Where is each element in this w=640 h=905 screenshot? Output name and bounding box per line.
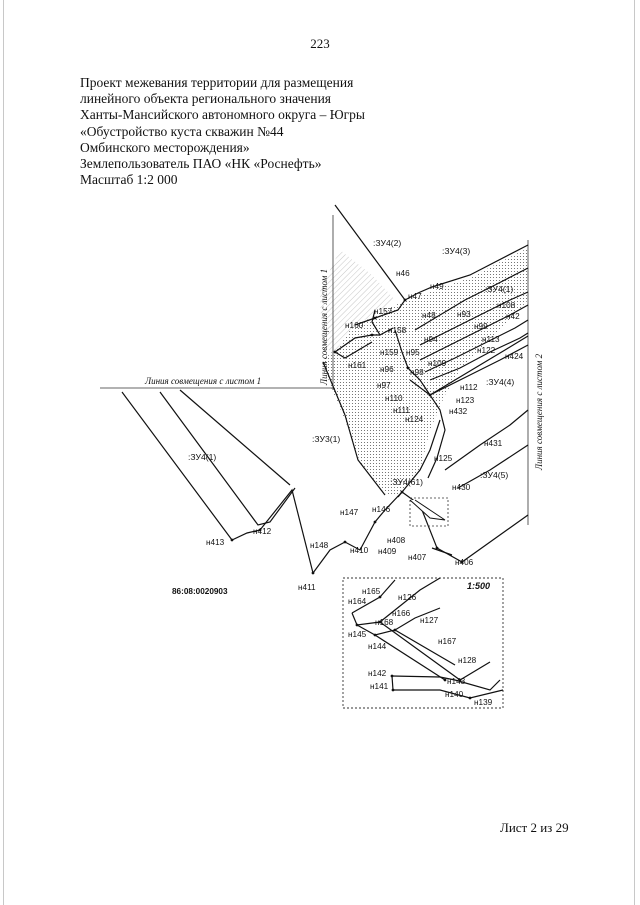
alignment-label-sheet1-vertical: Линия совмещения с листом 1 [319,269,329,386]
point-label: н164 [348,597,367,606]
point-label: н148 [310,541,329,550]
header-line: Землепользователь ПАО «НК «Роснефть» [80,156,322,172]
point-label: н128 [458,656,477,665]
point-label: н160 [345,321,364,330]
point-label: н139 [474,698,493,707]
point-label: н113 [482,335,500,344]
point-label: н413 [206,538,225,547]
point-label: н166 [392,609,411,618]
point-label: н146 [372,505,391,514]
header-line: «Обустройство куста скважин №44 [80,123,284,139]
alignment-label-sheet1-horizontal: Линия совмещения с листом 1 [144,376,261,386]
point-label: н410 [350,546,369,555]
point-label: н432 [449,407,468,416]
point-label: н98 [410,368,424,377]
point-label: н424 [505,352,524,361]
point-label: н167 [438,637,457,646]
point-label: н123 [456,396,475,405]
point-label: н145 [348,630,367,639]
point-label: н144 [368,642,387,651]
point-label: н158 [388,326,407,335]
inset-point-labels: н165 н164 н126 н166 н168 н127 н145 н167 … [348,587,493,707]
point-label: н124 [405,415,424,424]
header-line: Масштаб 1:2 000 [80,172,178,188]
point-label: н141 [370,682,389,691]
point-label: н165 [362,587,381,596]
parcel-boundaries [121,204,529,575]
zone-label: :ЗУ4(61) [390,477,423,487]
map-vertices [230,298,464,575]
point-label: н126 [398,593,417,602]
point-label: н161 [348,361,367,370]
point-label: н42 [506,312,520,321]
point-label: н431 [484,439,503,448]
point-label: н159 [380,348,399,357]
point-label: н411 [298,583,316,592]
header-line: Ханты-Мансийского автономного округа – Ю… [80,107,365,123]
zone-label: :ЗУ4(1) [485,284,513,294]
point-label: н140 [445,690,464,699]
zone-label: :ЗУ4(1) [188,452,216,462]
point-label: н147 [340,508,359,517]
point-label: н97 [377,381,391,390]
inset-vertices [355,595,472,700]
point-label: н99 [474,322,488,331]
inset-boundaries [351,577,504,699]
page-edge-right [634,0,635,905]
point-label: н109 [428,359,447,368]
point-label: н96 [380,365,394,374]
zone-label: :ЗУ4(5) [480,470,508,480]
point-label: н111 [393,406,410,415]
hatched-zone-area [320,250,395,352]
point-label: н406 [455,558,474,567]
header-line: Проект межевания территории для размещен… [80,75,354,90]
point-label: н409 [378,547,397,556]
header-line: Омбинского месторождения» [80,139,250,155]
detail-box-small [409,497,449,527]
point-label: н95 [406,348,420,357]
zone-label: :ЗУ4(4) [486,377,514,387]
point-label: н430 [452,483,471,492]
point-label: н157 [374,307,393,316]
point-label: н108 [497,301,516,310]
point-label: н49 [430,282,444,291]
zone-label: :ЗУ4(2) [373,238,401,248]
point-label: н168 [375,618,394,627]
point-label: н412 [253,527,272,536]
point-label: н48 [422,311,436,320]
header-line: линейного объекта регионального значения [80,91,332,107]
shaded-zone-area [323,248,528,497]
sheet-number: Лист 2 из 29 [500,820,569,835]
point-label: н47 [408,292,422,301]
point-label: н407 [408,553,427,562]
zone-label: :ЗУ4(3) [442,246,470,256]
point-label: н122 [477,346,496,355]
point-label: н142 [368,669,387,678]
detail-wedge [409,499,446,521]
alignment-label-sheet2-vertical: Линия совмещения с листом 2 [534,353,544,471]
point-label: н408 [387,536,406,545]
zone-label: :ЗУ3(1) [312,434,340,444]
cadastral-number: 86:08:0020903 [172,587,228,596]
inset-scale: 1:500 [467,581,490,591]
inset-frame [342,577,504,709]
point-labels: н46 н47 н49 н48 н93 н108 н42 н99 н113 н1… [206,269,524,592]
point-label: н143 [447,677,466,686]
page-edge-left [3,0,4,905]
point-label: н46 [396,269,410,278]
point-label: н112 [460,383,478,392]
point-label: н125 [434,454,453,463]
page-number: 223 [310,36,330,51]
point-label: н127 [420,616,439,625]
point-label: н110 [385,394,403,403]
point-label: н94 [424,335,438,344]
document-header: Проект межевания территории для размещен… [80,75,365,188]
point-label: н93 [457,310,471,319]
